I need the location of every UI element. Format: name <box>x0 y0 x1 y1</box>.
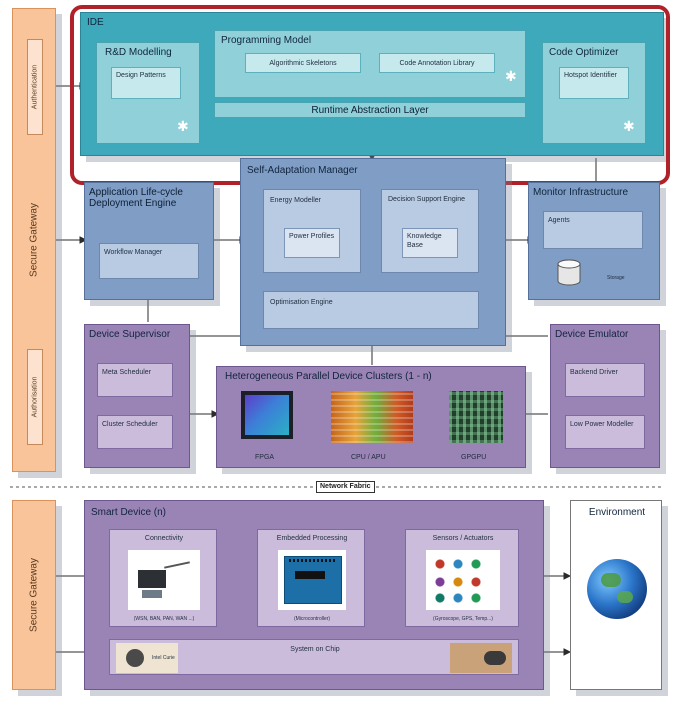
authentication-box: Authentication <box>27 39 43 135</box>
device-emulator-title: Device Emulator <box>555 329 629 340</box>
secure-gateway-label: Secure Gateway <box>28 558 40 632</box>
code-optimizer-box: Code Optimizer Hotspot Identifier ✱ <box>542 42 646 144</box>
connectivity-module-image <box>128 550 200 610</box>
soc-chip-image <box>450 643 512 673</box>
design-patterns-label: Design Patterns <box>116 72 166 79</box>
monitor-title: Monitor Infrastructure <box>533 187 629 198</box>
programming-model-title: Programming Model <box>221 35 312 46</box>
gpgpu-label: GPGPU <box>461 454 487 461</box>
environment-title: Environment <box>588 507 646 518</box>
earth-globe-image <box>587 559 647 619</box>
embedded-processing-title: Embedded Processing <box>276 535 348 542</box>
backend-driver-box: Backend Driver <box>565 363 645 397</box>
authentication-label: Authentication <box>31 64 39 110</box>
microcontroller-image <box>278 550 346 610</box>
embedded-caption: (Microcontroller) <box>293 616 331 622</box>
secure-gateway-label: Secure Gateway <box>28 203 40 277</box>
backend-driver-label: Backend Driver <box>570 369 618 376</box>
alde-title: Application Life-cycle Deployment Engine <box>89 187 183 209</box>
algorithmic-skeletons-box: Algorithmic Skeletons <box>245 53 361 73</box>
gpgpu-image <box>449 391 503 443</box>
power-profiles-box: Power Profiles <box>284 228 340 258</box>
power-profiles-label: Power Profiles <box>289 233 335 240</box>
connectivity-title: Connectivity <box>144 535 184 542</box>
rd-modelling-box: R&D Modelling Design Patterns ✱ <box>96 42 200 144</box>
runtime-abstraction-layer: Runtime Abstraction Layer <box>214 102 526 118</box>
sensors-image <box>426 550 500 610</box>
soc-title: System on Chip <box>290 646 340 653</box>
device-clusters-panel: Heterogeneous Parallel Device Clusters (… <box>216 366 526 468</box>
meta-scheduler-box: Meta Scheduler <box>97 363 173 397</box>
hotspot-identifier-box: Hotspot Identifier <box>559 67 629 99</box>
programming-model-box: Programming Model Algorithmic Skeletons … <box>214 30 526 98</box>
optimisation-engine-label: Optimisation Engine <box>270 299 333 306</box>
embedded-processing-box: Embedded Processing (Microcontroller) <box>257 529 365 627</box>
design-patterns-box: Design Patterns <box>111 67 181 99</box>
smart-device-panel: Smart Device (n) Connectivity (WSN, BAN,… <box>84 500 544 690</box>
code-annotation-library-box: Code Annotation Library <box>379 53 495 73</box>
clusters-title: Heterogeneous Parallel Device Clusters (… <box>225 371 432 382</box>
meta-scheduler-label: Meta Scheduler <box>102 369 152 376</box>
authorisation-box: Authorisation <box>27 349 43 445</box>
agents-label: Agents <box>548 217 570 224</box>
sensors-actuators-box: Sensors / Actuators (Gyroscope, GPS, Tem… <box>405 529 519 627</box>
device-emulator-panel: Device Emulator Backend Driver Low Power… <box>550 324 660 468</box>
network-fabric-label: Network Fabric <box>316 481 375 493</box>
runtime-abstraction-label: Runtime Abstraction Layer <box>311 104 429 116</box>
plugin-icon: ✱ <box>177 118 189 134</box>
low-power-modeller-box: Low Power Modeller <box>565 415 645 449</box>
hotspot-identifier-label: Hotspot Identifier <box>564 72 617 79</box>
smart-device-title: Smart Device (n) <box>91 507 167 518</box>
energy-modeller-title: Energy Modeller <box>270 197 321 204</box>
code-optimizer-title: Code Optimizer <box>549 47 619 58</box>
sam-title: Self-Adaptation Manager <box>247 165 358 176</box>
knowledge-base-box: Knowledge Base <box>402 228 458 258</box>
cpu-die-image <box>331 391 413 443</box>
environment-panel: Environment <box>570 500 662 690</box>
self-adaptation-manager-panel: Self-Adaptation Manager Energy Modeller … <box>240 158 506 346</box>
plugin-icon: ✱ <box>623 118 635 134</box>
code-annotation-library-label: Code Annotation Library <box>399 59 475 67</box>
sensors-caption: (Gyroscope, GPS, Temp...) <box>433 616 493 622</box>
plugin-icon: ✱ <box>505 68 517 84</box>
cpu-apu-label: CPU / APU <box>351 454 386 461</box>
decision-support-title: Decision Support Engine <box>388 196 466 203</box>
fpga-label: FPGA <box>255 454 275 461</box>
ide-title: IDE <box>87 17 104 28</box>
authorisation-label: Authorisation <box>31 376 39 418</box>
intel-curie-label: Intel Curie <box>152 655 175 661</box>
cluster-scheduler-label: Cluster Scheduler <box>102 421 158 428</box>
algorithmic-skeletons-label: Algorithmic Skeletons <box>269 59 337 67</box>
decision-support-engine-box: Decision Support Engine Knowledge Base <box>381 189 479 273</box>
cluster-scheduler-box: Cluster Scheduler <box>97 415 173 449</box>
rd-modelling-title: R&D Modelling <box>105 47 172 58</box>
workflow-manager-box: Workflow Manager <box>99 243 199 279</box>
intel-curie-image: Intel Curie <box>116 643 178 673</box>
device-supervisor-title: Device Supervisor <box>89 329 171 340</box>
connectivity-box: Connectivity (WSN, BAN, PAN, WAN ...) <box>109 529 217 627</box>
storage-label: Storage <box>607 275 625 281</box>
low-power-modeller-label: Low Power Modeller <box>570 421 634 428</box>
knowledge-base-label: Knowledge Base <box>407 233 442 249</box>
monitor-infrastructure-panel: Monitor Infrastructure Agents Storage <box>528 182 660 300</box>
energy-modeller-box: Energy Modeller Power Profiles <box>263 189 361 273</box>
workflow-manager-label: Workflow Manager <box>104 249 163 256</box>
sensors-title: Sensors / Actuators <box>432 535 494 542</box>
fpga-chip-image <box>241 391 293 439</box>
optimisation-engine-box: Optimisation Engine <box>263 291 479 329</box>
device-supervisor-panel: Device Supervisor Meta Scheduler Cluster… <box>84 324 190 468</box>
agents-box: Agents <box>543 211 643 249</box>
secure-gateway-top: Secure Gateway Authentication Authorisat… <box>12 8 56 472</box>
secure-gateway-bottom: Secure Gateway <box>12 500 56 690</box>
alde-panel: Application Life-cycle Deployment Engine… <box>84 182 214 300</box>
system-on-chip-box: System on Chip Intel Curie <box>109 639 519 675</box>
connectivity-caption: (WSN, BAN, PAN, WAN ...) <box>133 616 195 622</box>
database-icon <box>557 259 581 286</box>
